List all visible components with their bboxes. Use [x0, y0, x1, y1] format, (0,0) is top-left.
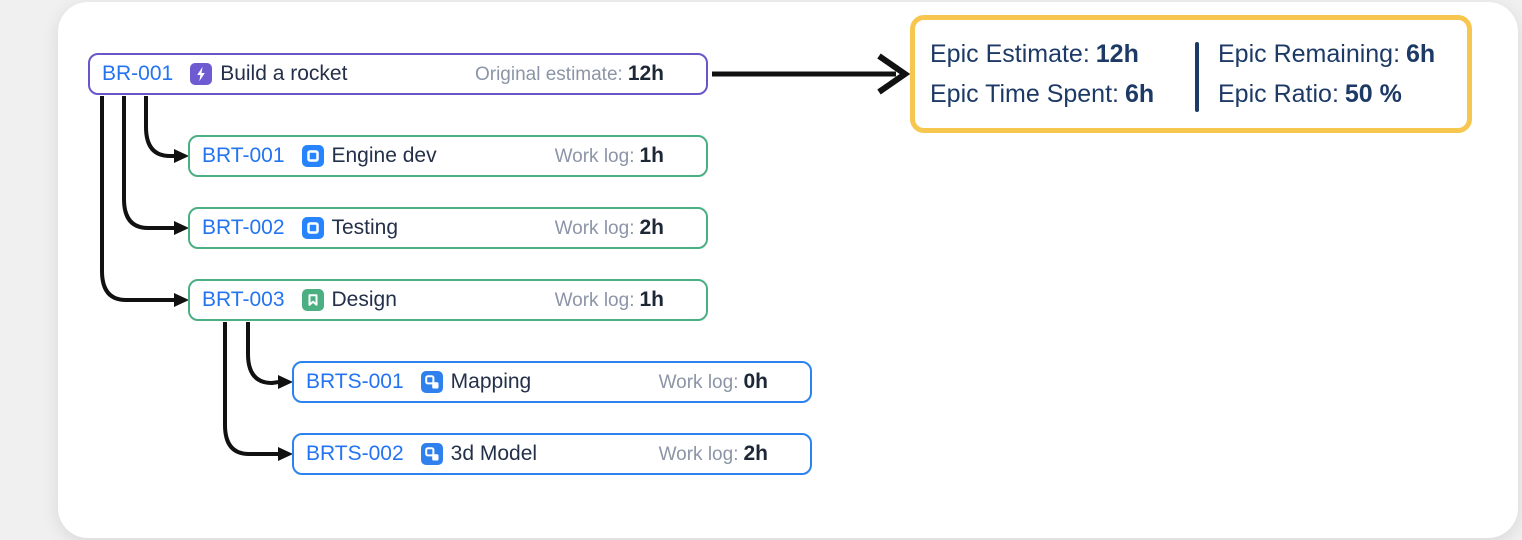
panel-line-estimate: Epic Estimate:12h [930, 40, 1139, 68]
issue-summary: Design [331, 288, 397, 311]
subtask-icon [420, 443, 443, 465]
panel-line-ratio: Epic Ratio:50 % [1218, 80, 1402, 108]
metric-value: 12h [627, 62, 664, 85]
issue-row-task-3: BRT-003 Design Work log: 1h [188, 279, 708, 321]
metric-label: Work log: [658, 372, 739, 393]
epic-lightning-icon [190, 63, 213, 85]
task-icon [301, 145, 324, 167]
issue-summary: Build a rocket [220, 62, 348, 85]
metric-label: Work log: [554, 290, 635, 311]
issue-row-subtask-1: BRTS-001 Mapping Work log: 0h [292, 361, 812, 403]
metric-value: 0h [743, 370, 768, 393]
issue-summary: Mapping [450, 370, 532, 393]
metric-value: 1h [639, 288, 664, 311]
issue-summary: Engine dev [331, 144, 437, 167]
issue-row-subtask-2: BRTS-002 3d Model Work log: 2h [292, 433, 812, 475]
panel-line-time-spent: Epic Time Spent:6h [930, 80, 1155, 108]
metric-label: Original estimate: [474, 64, 623, 85]
task-icon [301, 217, 324, 239]
panel-line-remaining: Epic Remaining:6h [1218, 40, 1436, 68]
issue-key-link[interactable]: BRT-003 [202, 288, 285, 311]
issue-row-task-1: BRT-001 Engine dev Work log: 1h [188, 135, 708, 177]
issue-key-link[interactable]: BRTS-002 [306, 442, 404, 465]
story-icon [301, 289, 324, 311]
subtask-icon [420, 371, 443, 393]
metric-label: Work log: [554, 146, 635, 167]
epic-totals-panel: Epic Estimate:12h Epic Time Spent:6h Epi… [910, 15, 1472, 133]
metric-value: 1h [639, 144, 664, 167]
issue-key-link[interactable]: BR-001 [102, 62, 174, 85]
issue-key-link[interactable]: BRTS-001 [306, 370, 404, 393]
issue-key-link[interactable]: BRT-001 [202, 144, 285, 167]
issue-summary: Testing [331, 216, 399, 239]
issue-row-epic: BR-001 Build a rocket Original estimate:… [88, 53, 708, 95]
metric-value: 2h [639, 216, 664, 239]
issue-row-task-2: BRT-002 Testing Work log: 2h [188, 207, 708, 249]
metric-value: 2h [743, 442, 768, 465]
panel-divider [1195, 42, 1199, 112]
issue-summary: 3d Model [450, 442, 538, 465]
metric-label: Work log: [554, 218, 635, 239]
issue-key-link[interactable]: BRT-002 [202, 216, 285, 239]
metric-label: Work log: [658, 444, 739, 465]
